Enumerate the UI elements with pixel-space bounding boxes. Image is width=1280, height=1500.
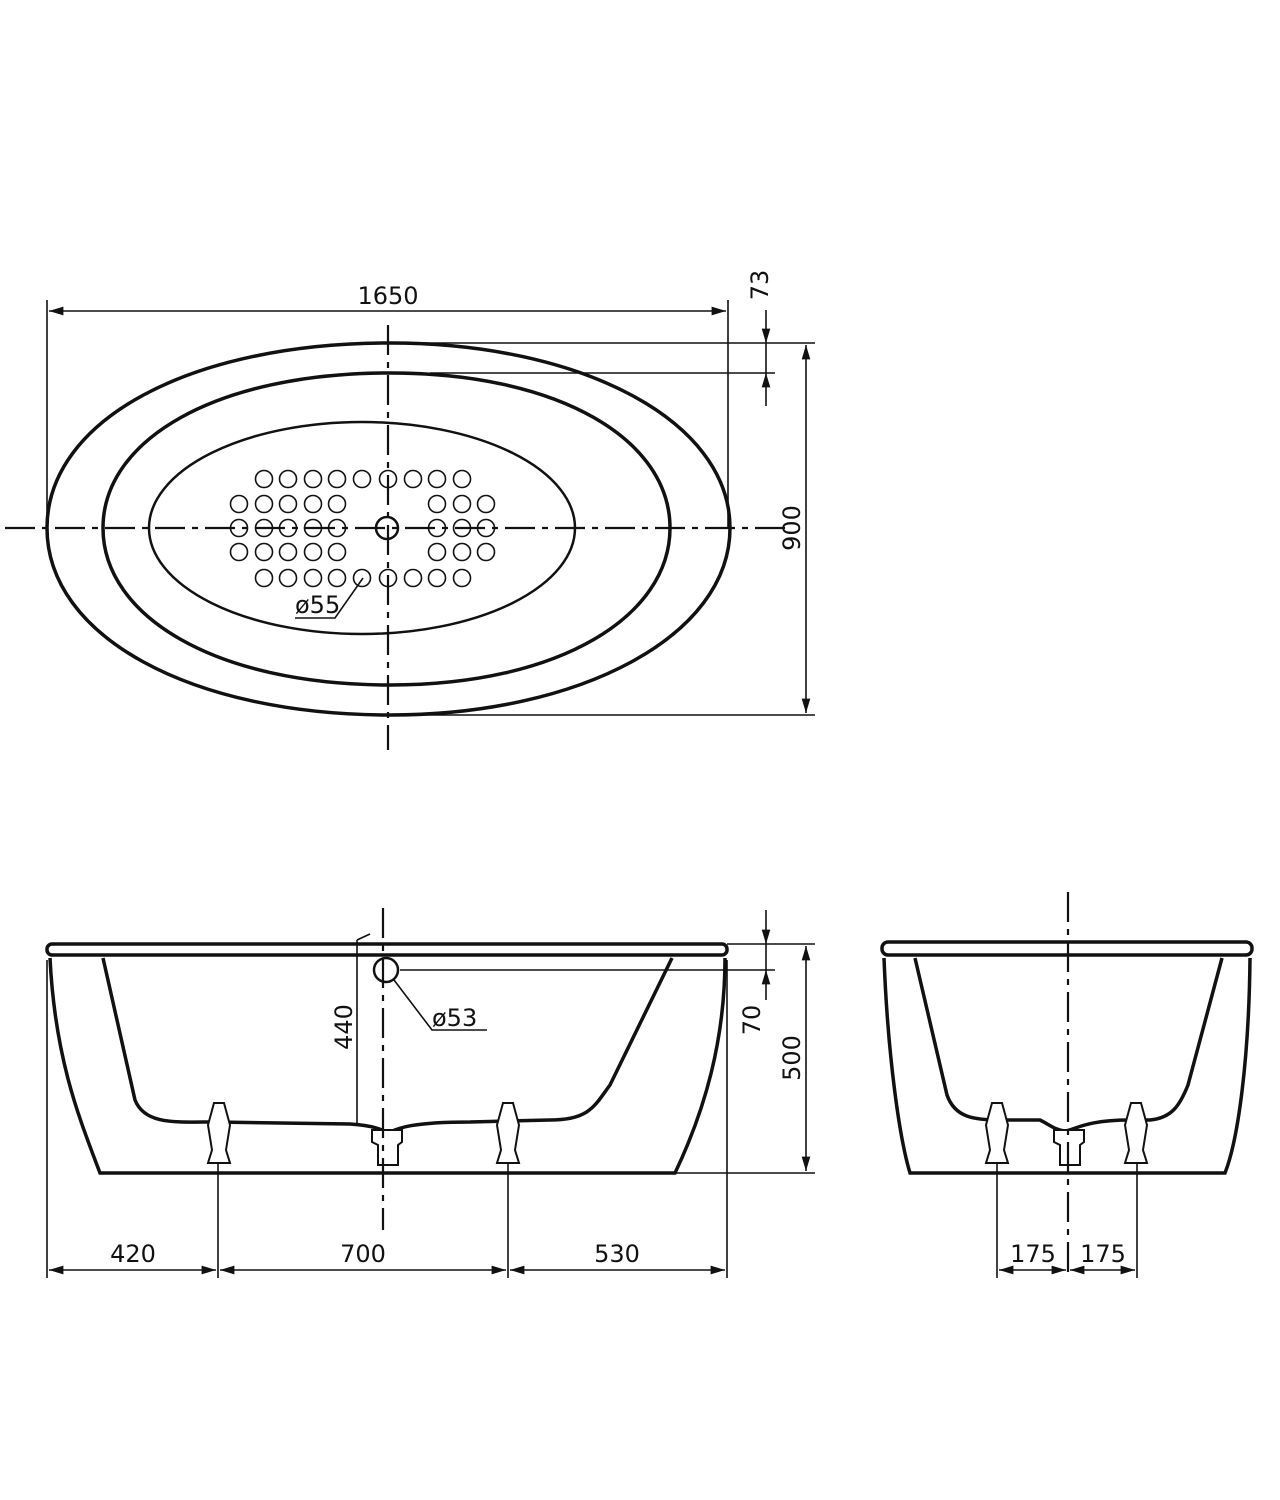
end-segment-1: 175 (1010, 1240, 1056, 1268)
air-jets (229, 469, 496, 588)
side-rim (45, 942, 729, 957)
end-foot-left (984, 1102, 1010, 1164)
drain-circle (374, 515, 400, 541)
jet-circle (427, 542, 447, 562)
foot-right (495, 1102, 521, 1164)
jet-circle (427, 518, 447, 538)
overflow-leader-line (393, 979, 487, 1031)
jet-circle (427, 568, 447, 588)
jet-circle (278, 494, 298, 514)
jet-circle (303, 469, 323, 489)
jet-circle (403, 469, 423, 489)
end-view: 175 175 (880, 892, 1254, 1278)
jet-circle (254, 494, 274, 514)
jet-circle (278, 469, 298, 489)
jet-circle (327, 494, 347, 514)
overflow-diameter-label: ø53 (432, 1004, 477, 1032)
jet-circle (278, 568, 298, 588)
jet-circle (378, 568, 398, 588)
jet-circle (427, 494, 447, 514)
end-foot-right (1123, 1102, 1149, 1164)
side-inner-basin (101, 957, 674, 1135)
width-label: 900 (778, 505, 806, 551)
jet-circle (303, 494, 323, 514)
jet-circle (327, 568, 347, 588)
jet-circle (278, 542, 298, 562)
jet-circle (229, 518, 249, 538)
top-view: ø55 1650 900 73 (5, 270, 815, 750)
tub-feet (206, 1102, 521, 1166)
jet-circle (327, 518, 347, 538)
jet-circle (403, 568, 423, 588)
jet-circle (452, 518, 472, 538)
jet-circle (254, 568, 274, 588)
jet-circle (327, 542, 347, 562)
jet-circle (229, 542, 249, 562)
jet-circle (254, 469, 274, 489)
side-view: ø53 440 70 500 420 700 530 (45, 908, 815, 1278)
jet-circle (476, 518, 496, 538)
jet-circle (452, 494, 472, 514)
jet-circle (254, 518, 274, 538)
jet-diameter-label: ø55 (295, 591, 340, 619)
end-feet (984, 1102, 1149, 1166)
jet-circle (254, 542, 274, 562)
foot-center (371, 1129, 403, 1166)
jet-circle (427, 469, 447, 489)
side-segment-1: 420 (110, 1240, 156, 1268)
overflow-offset-label: 70 (738, 1005, 766, 1036)
foot-left (206, 1102, 232, 1164)
jet-circle (303, 542, 323, 562)
overflow-circle (372, 956, 400, 984)
jet-circle (476, 542, 496, 562)
jet-circle (229, 494, 249, 514)
end-segment-2: 175 (1080, 1240, 1126, 1268)
rim-width-label: 73 (746, 270, 774, 301)
jet-circle (452, 568, 472, 588)
jet-circle (378, 469, 398, 489)
length-label: 1650 (357, 282, 418, 310)
jet-circle (476, 494, 496, 514)
depth-label: 500 (778, 1035, 806, 1081)
jet-circle (303, 518, 323, 538)
jet-circle (452, 469, 472, 489)
jet-circle (352, 568, 372, 588)
overflow-height-label: 440 (330, 1004, 358, 1050)
jet-circle (303, 568, 323, 588)
tub-inner-rim (101, 371, 672, 687)
side-segment-2: 700 (340, 1240, 386, 1268)
jet-circle (278, 518, 298, 538)
jet-leader-line (295, 577, 364, 619)
side-segment-3: 530 (594, 1240, 640, 1268)
jet-circle (352, 469, 372, 489)
jet-circle (327, 469, 347, 489)
jet-circle (452, 542, 472, 562)
